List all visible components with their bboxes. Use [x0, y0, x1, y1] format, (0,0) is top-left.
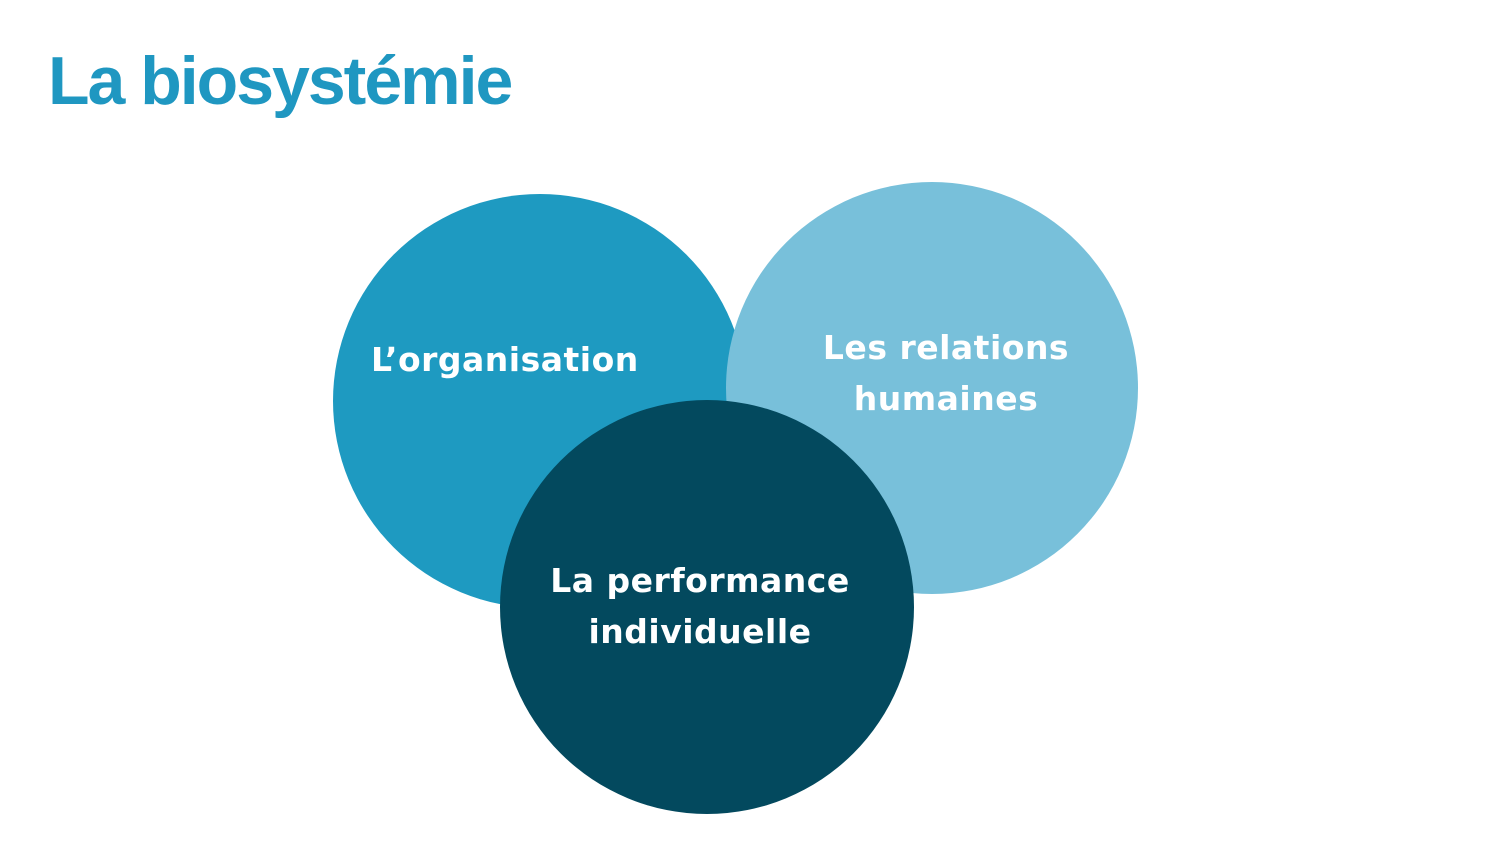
- circle-label: La performance individuelle: [500, 555, 900, 657]
- label-line: Les relations: [822, 328, 1070, 367]
- circle-performance-individuelle: La performance individuelle: [500, 400, 914, 814]
- circle-relations-humaines: Les relations humaines: [726, 182, 1138, 594]
- page-title: La biosystémie: [48, 43, 513, 119]
- label-line: humaines: [853, 379, 1039, 418]
- circle-label: Les relations humaines: [786, 322, 1106, 424]
- circle-label: L’organisation: [371, 340, 639, 379]
- label-line: La performance: [550, 561, 850, 600]
- label-line: individuelle: [588, 612, 812, 651]
